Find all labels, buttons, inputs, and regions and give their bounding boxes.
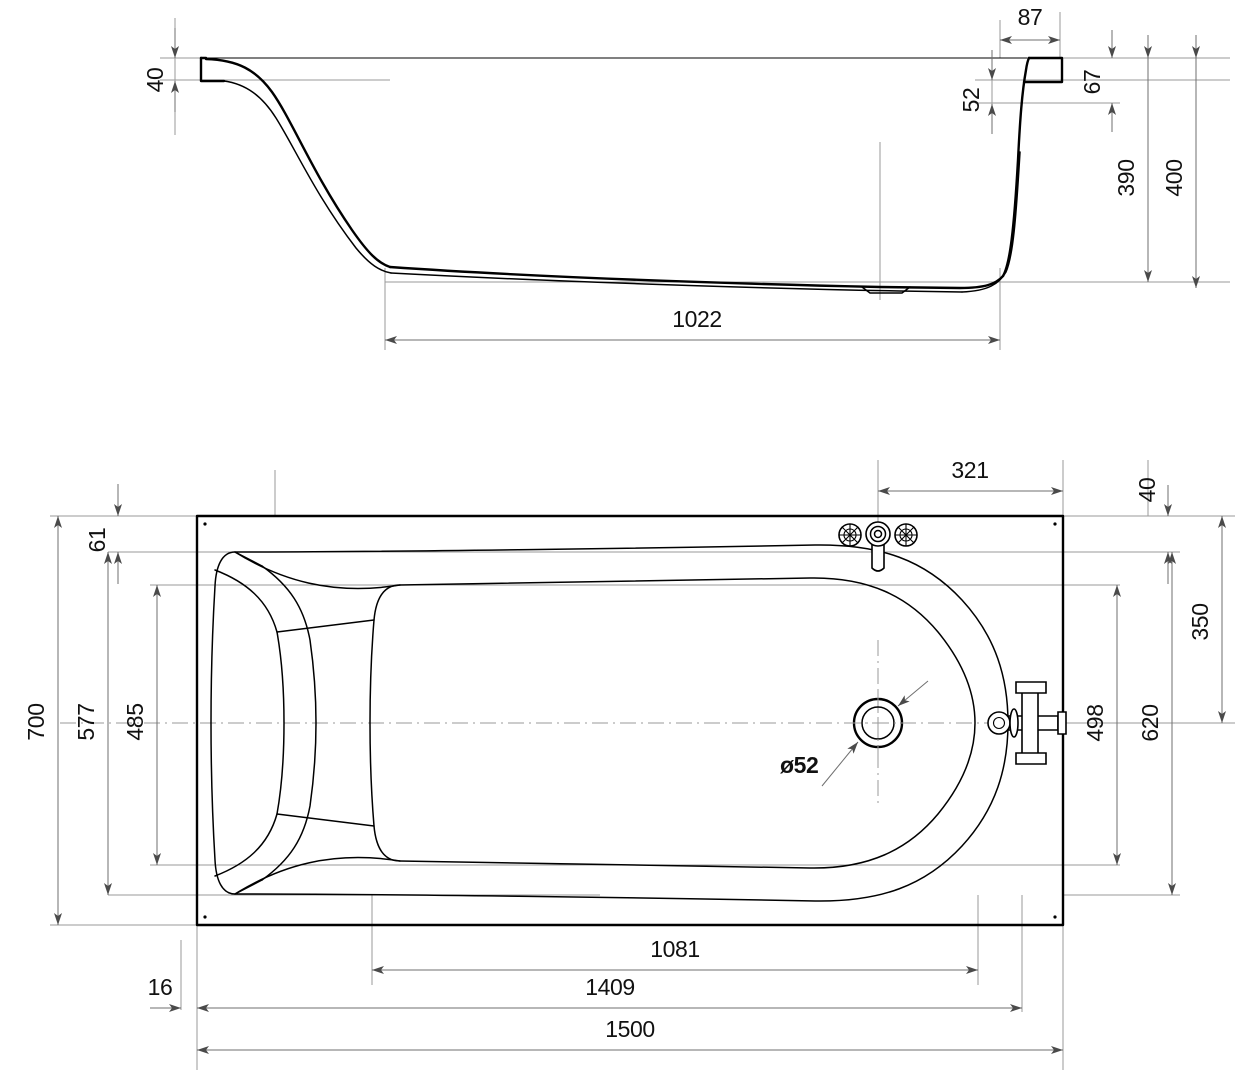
dim-plan-1081: 1081 bbox=[372, 936, 978, 974]
overflow-fitting bbox=[987, 681, 1067, 765]
dim-label-plan-61: 61 bbox=[84, 528, 110, 553]
dim-label-plan-485: 485 bbox=[122, 703, 148, 740]
dim-side-40: 40 bbox=[142, 28, 179, 112]
drain-diameter-leader: ø52 bbox=[780, 680, 929, 787]
dim-label-drain-diameter: ø52 bbox=[780, 752, 818, 778]
dim-label-side-67: 67 bbox=[1079, 70, 1105, 95]
dim-label-plan-700: 700 bbox=[23, 703, 49, 740]
side-elevation-view: 40 87 52 67 390 bbox=[142, 4, 1230, 350]
dim-label-plan-498: 498 bbox=[1082, 704, 1108, 741]
dim-label-plan-1500: 1500 bbox=[605, 1016, 655, 1042]
dim-plan-40: 40 bbox=[1134, 478, 1172, 584]
dim-side-67: 67 bbox=[1079, 30, 1116, 132]
tap-handle-left bbox=[838, 523, 862, 547]
dim-side-1022: 1022 bbox=[385, 306, 1000, 344]
dim-label-plan-40: 40 bbox=[1134, 478, 1160, 503]
dim-plan-16: 16 bbox=[148, 974, 181, 1012]
dim-label-plan-16: 16 bbox=[148, 974, 173, 1000]
dim-side-400: 400 bbox=[1161, 35, 1200, 288]
dim-side-87: 87 bbox=[1000, 4, 1060, 44]
plan-outer-rectangle bbox=[195, 514, 1065, 927]
plan-extension-lines bbox=[50, 460, 1235, 1070]
dim-plan-1500: 1500 bbox=[197, 1016, 1063, 1054]
dim-label-plan-350: 350 bbox=[1187, 603, 1213, 640]
dim-label-plan-321: 321 bbox=[951, 457, 988, 483]
dim-label-side-1022: 1022 bbox=[672, 306, 722, 332]
dim-side-52: 52 bbox=[958, 50, 996, 134]
dim-label-side-40: 40 bbox=[142, 68, 168, 93]
dim-side-390: 390 bbox=[1113, 35, 1152, 282]
dim-label-plan-1081: 1081 bbox=[650, 936, 700, 962]
dim-label-plan-620: 620 bbox=[1137, 704, 1163, 741]
dim-plan-61: 61 bbox=[84, 484, 122, 584]
dim-plan-350: 350 bbox=[1187, 516, 1226, 723]
dim-plan-577: 577 bbox=[73, 552, 112, 895]
dim-plan-485: 485 bbox=[122, 585, 161, 865]
dim-label-side-400: 400 bbox=[1161, 159, 1187, 196]
dim-label-side-390: 390 bbox=[1113, 159, 1139, 196]
drain-hole bbox=[845, 690, 911, 756]
dim-label-side-87: 87 bbox=[1018, 4, 1043, 30]
dim-label-side-52: 52 bbox=[958, 88, 984, 113]
dim-plan-700: 700 bbox=[23, 516, 62, 925]
plan-top-view: ø52 bbox=[23, 457, 1235, 1070]
dim-plan-321: 321 bbox=[878, 457, 1063, 495]
side-tub-outline bbox=[199, 56, 1064, 294]
plan-tub-outline bbox=[210, 544, 1009, 902]
dim-plan-498: 498 bbox=[1082, 585, 1121, 865]
dim-label-plan-1409: 1409 bbox=[585, 974, 635, 1000]
faucet-assembly bbox=[838, 521, 918, 572]
dim-plan-1409: 1409 bbox=[197, 974, 1022, 1012]
tap-handle-right bbox=[894, 523, 918, 547]
dim-plan-620: 620 bbox=[1137, 552, 1176, 895]
dim-label-plan-577: 577 bbox=[73, 703, 99, 740]
